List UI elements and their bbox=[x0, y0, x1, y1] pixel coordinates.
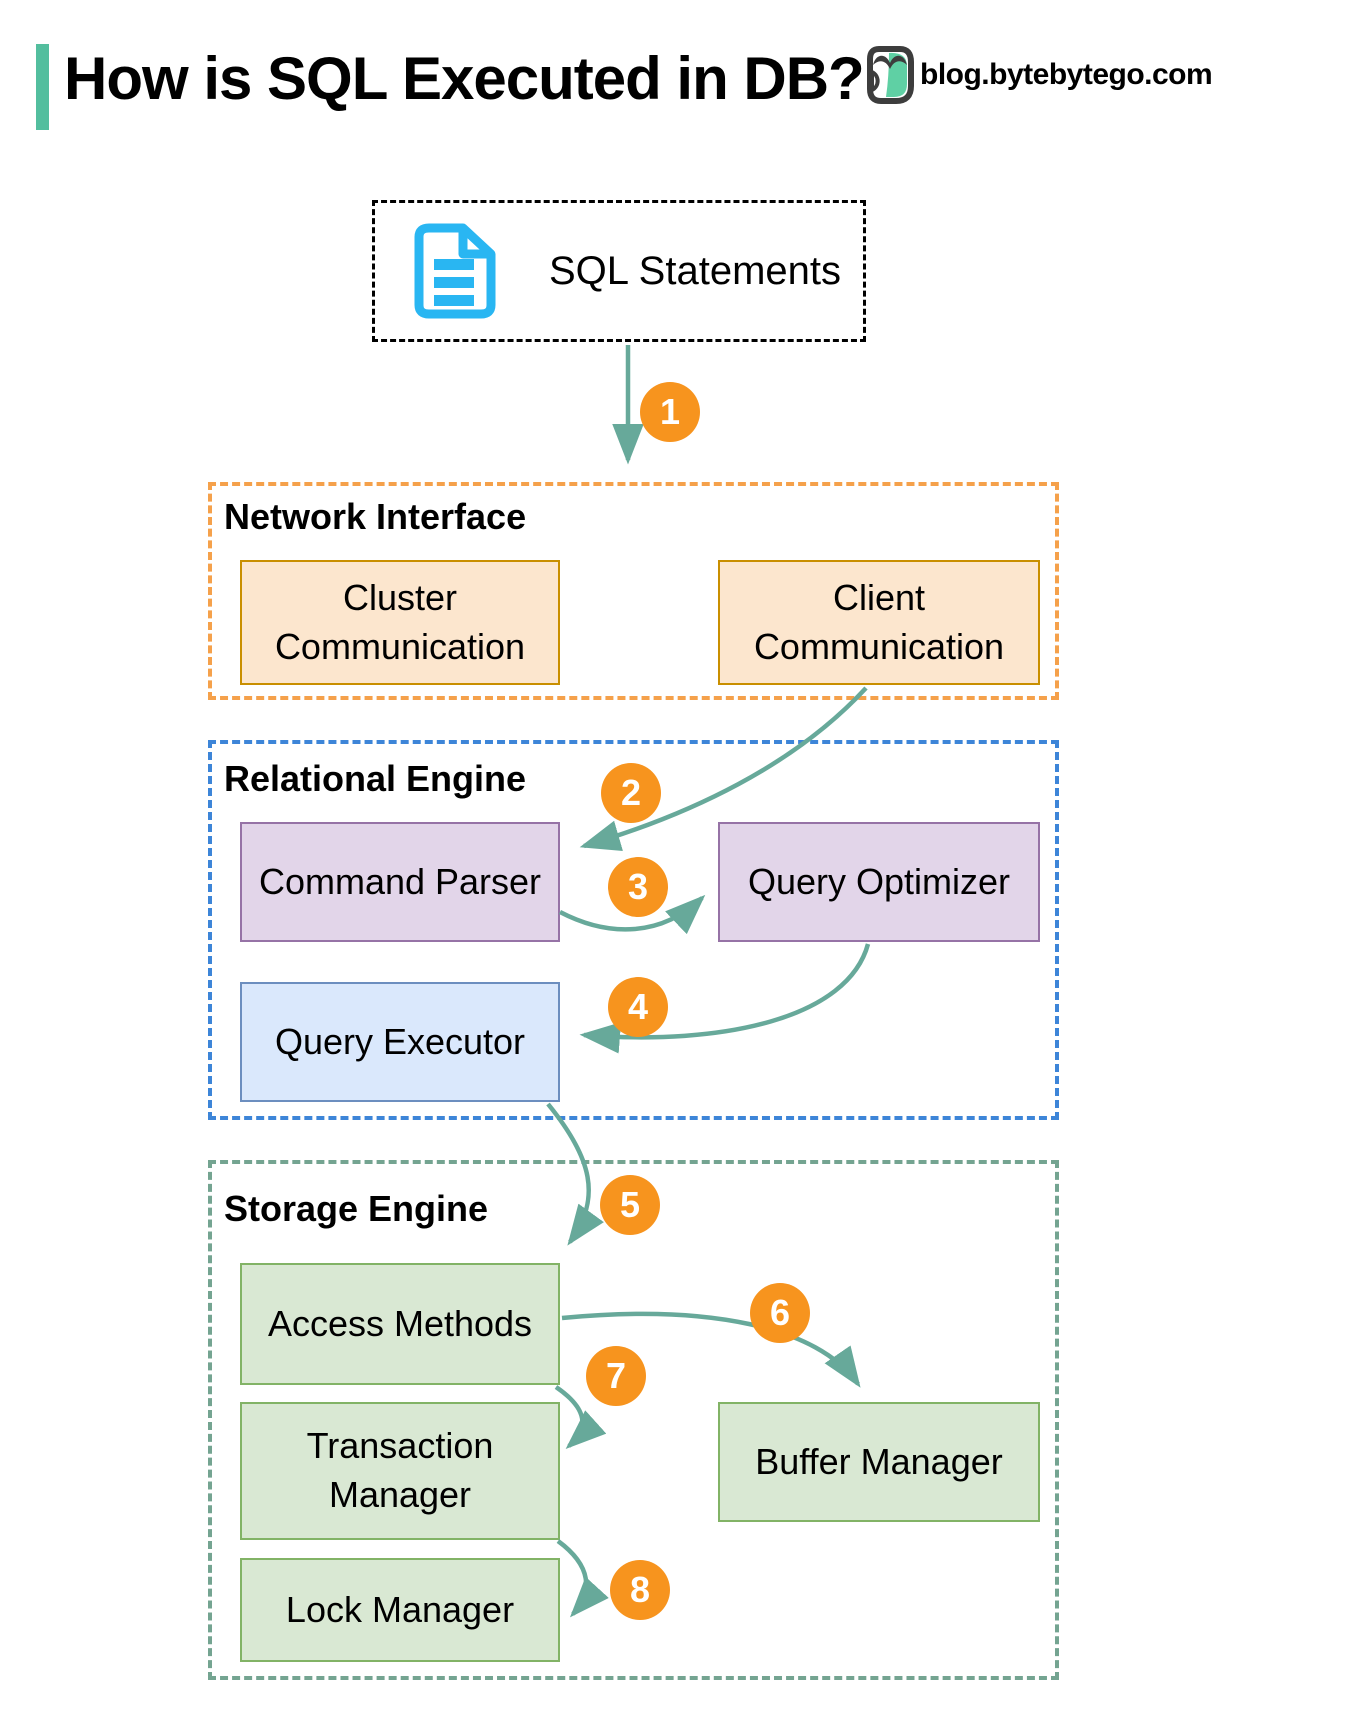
buffer-manager-box: Buffer Manager bbox=[718, 1402, 1040, 1522]
step-badge-2: 2 bbox=[601, 763, 661, 823]
site-url: blog.bytebytego.com bbox=[920, 58, 1213, 91]
query-optimizer-box: Query Optimizer bbox=[718, 822, 1040, 942]
page-title: How is SQL Executed in DB? bbox=[64, 45, 865, 112]
step-badge-6: 6 bbox=[750, 1283, 810, 1343]
sql-statements-label: SQL Statements bbox=[549, 248, 841, 293]
storage-engine-title: Storage Engine bbox=[224, 1188, 489, 1229]
step-badge-1: 1 bbox=[640, 382, 700, 442]
sql-document-icon bbox=[414, 223, 496, 319]
cluster-communication-box: Cluster Communication bbox=[240, 560, 560, 685]
step-badge-4: 4 bbox=[608, 977, 668, 1037]
title-accent-bar bbox=[36, 44, 49, 130]
lock-manager-box: Lock Manager bbox=[240, 1558, 560, 1662]
step-badge-5: 5 bbox=[600, 1175, 660, 1235]
access-methods-box: Access Methods bbox=[240, 1263, 560, 1385]
client-communication-box: Client Communication bbox=[718, 560, 1040, 685]
network-interface-title: Network Interface bbox=[224, 496, 527, 537]
step-badge-3: 3 bbox=[608, 857, 668, 917]
relational-engine-title: Relational Engine bbox=[224, 758, 527, 799]
region-storage-engine bbox=[208, 1160, 1059, 1680]
query-executor-box: Query Executor bbox=[240, 982, 560, 1102]
step-badge-7: 7 bbox=[586, 1346, 646, 1406]
sql-statements-box: SQL Statements bbox=[372, 200, 866, 342]
transaction-manager-box: Transaction Manager bbox=[240, 1402, 560, 1540]
command-parser-box: Command Parser bbox=[240, 822, 560, 942]
step-badge-8: 8 bbox=[610, 1560, 670, 1620]
bytebytego-logo-icon bbox=[867, 46, 914, 104]
